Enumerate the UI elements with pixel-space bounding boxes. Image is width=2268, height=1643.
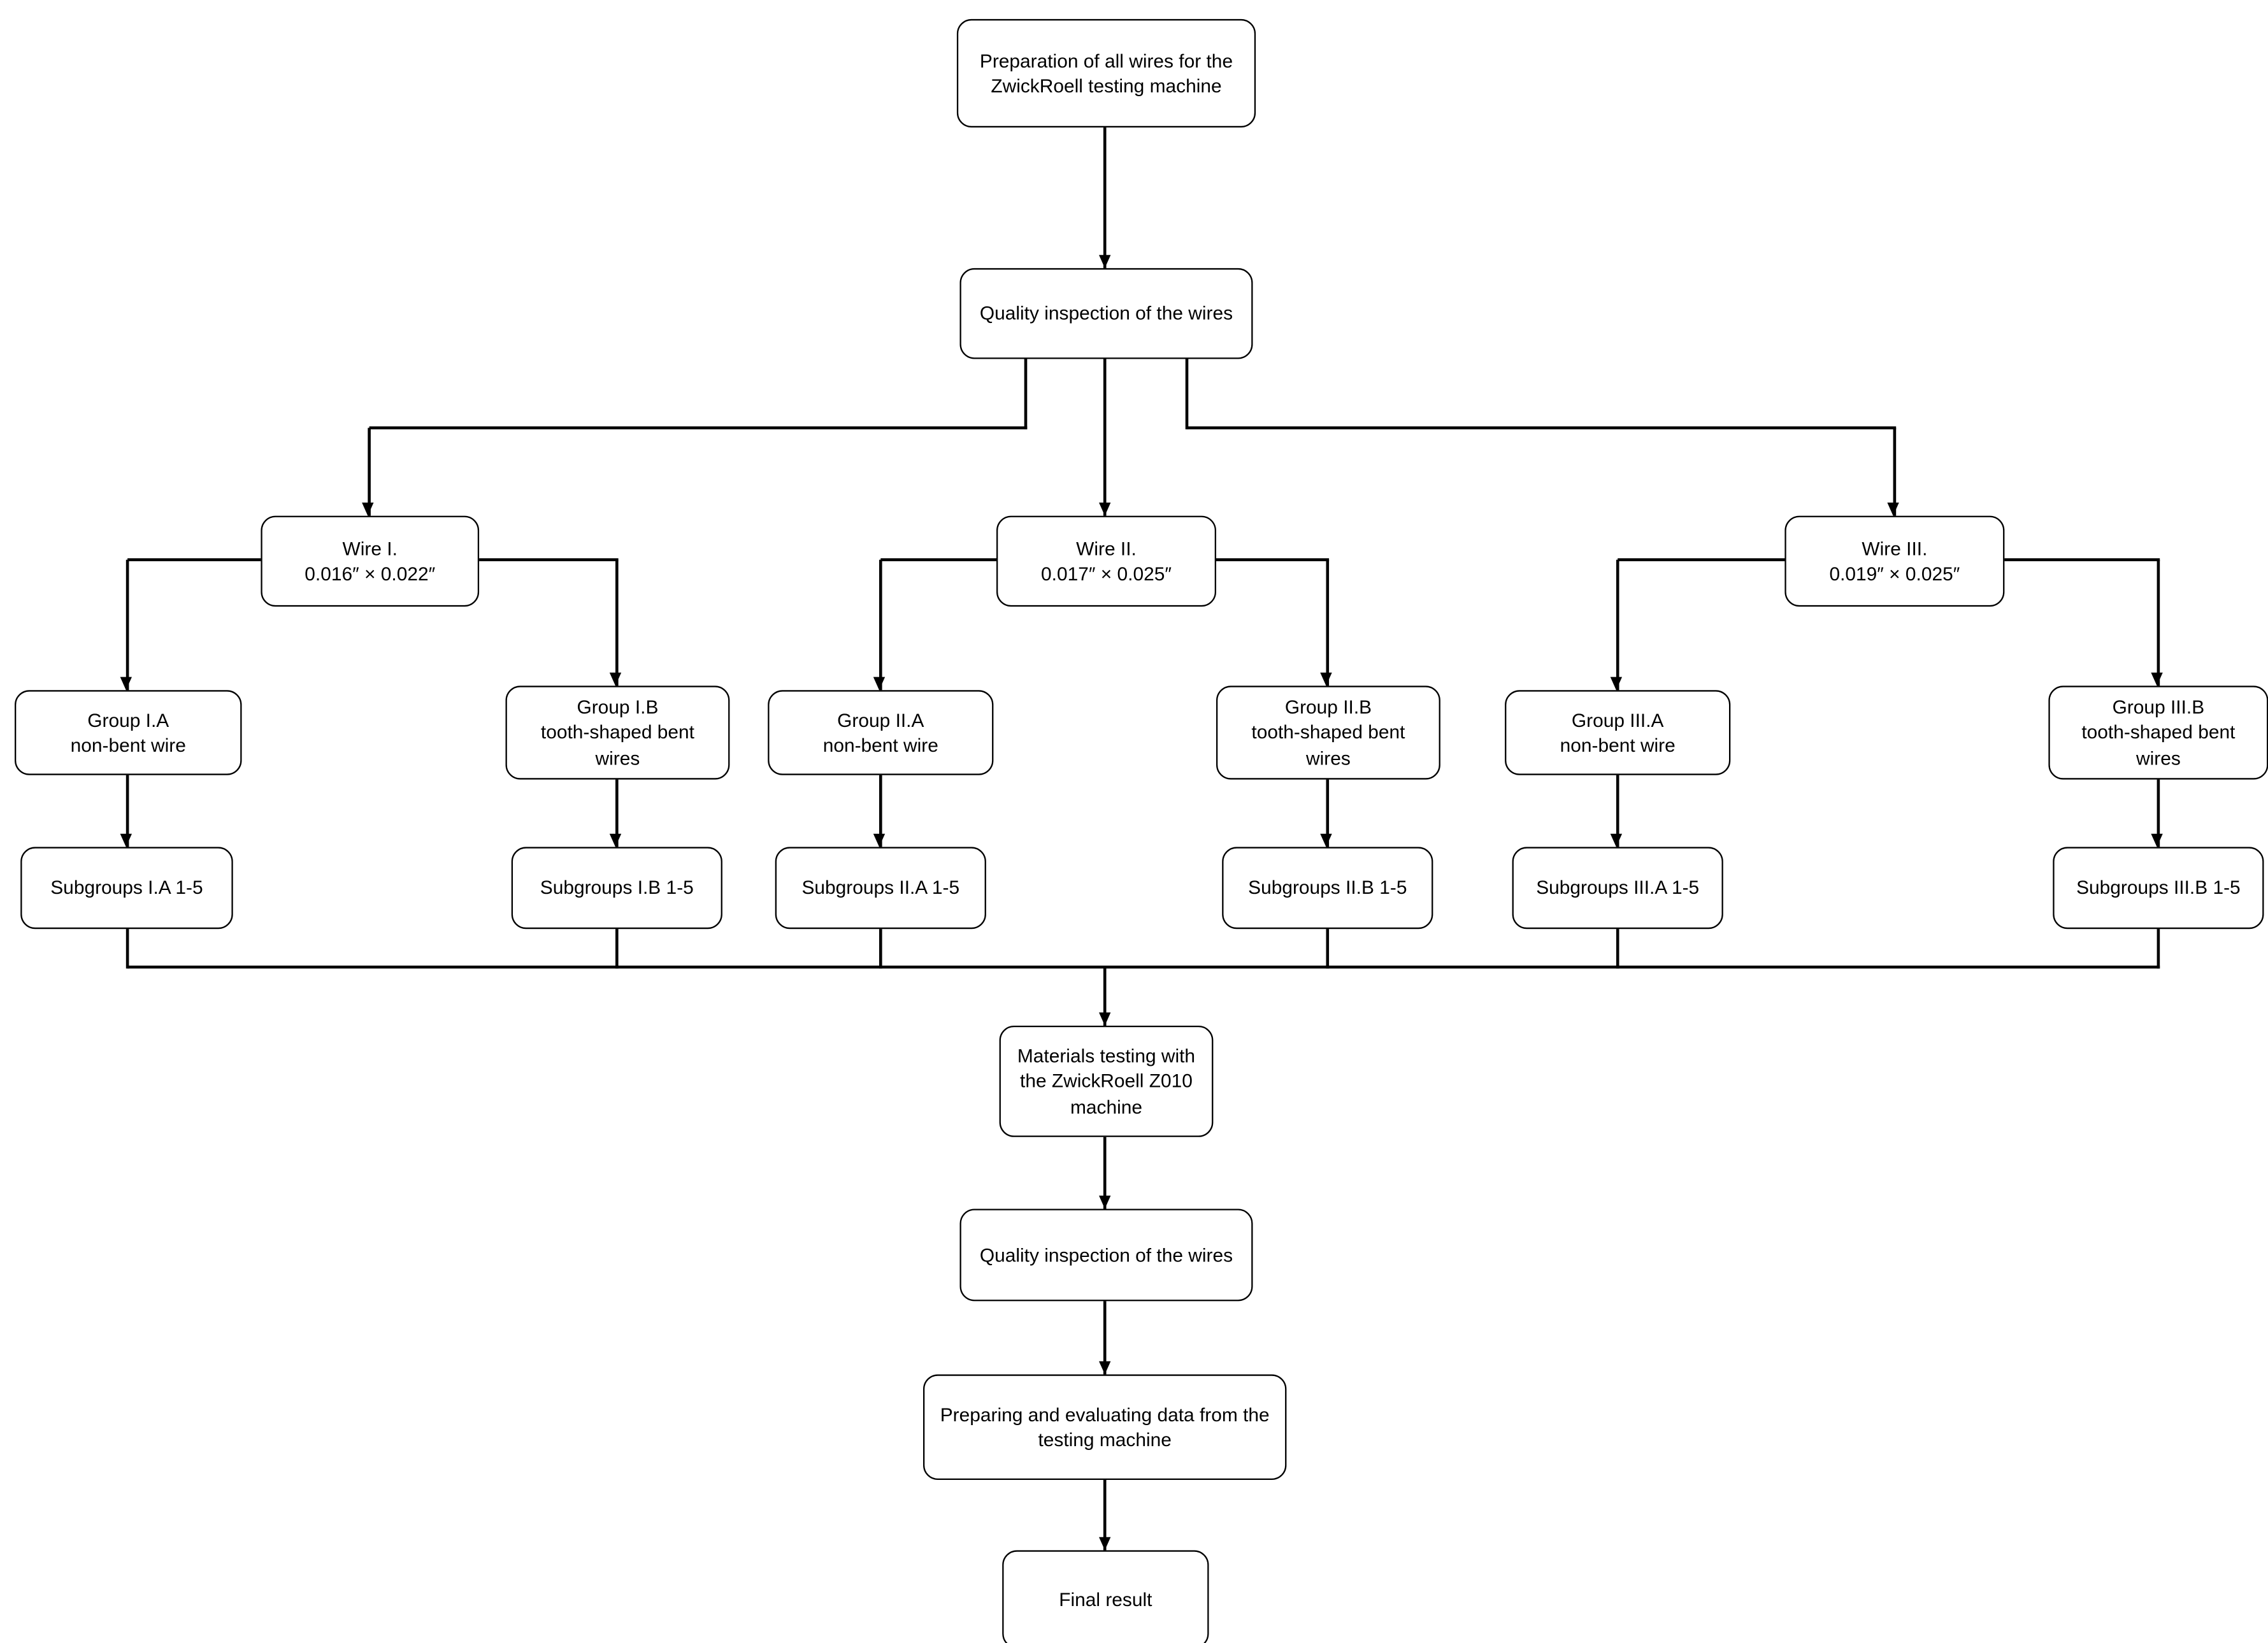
node-group-3b: Group III.B tooth-shaped bent wires — [2048, 685, 2268, 780]
connector-line — [879, 559, 882, 691]
arrowhead-icon — [362, 502, 374, 516]
connector-line — [615, 559, 619, 686]
node-group-1a: Group I.A non-bent wire — [15, 690, 242, 775]
arrowhead-icon — [120, 833, 133, 847]
connector-line — [1326, 929, 1329, 969]
connector-line — [1616, 775, 1619, 847]
node-group-2b: Group II.B tooth-shaped bent wires — [1216, 685, 1440, 780]
connector-line — [1103, 359, 1106, 516]
node-subgroups-1b: Subgroups I.B 1-5 — [511, 847, 722, 929]
connector-line — [1103, 967, 1106, 1026]
node-wire-3: Wire III. 0.019″ × 0.025″ — [1784, 515, 2005, 607]
connector-line — [615, 779, 619, 847]
connector-line — [2157, 929, 2160, 969]
connector-line — [126, 559, 129, 691]
connector-line — [126, 775, 129, 847]
connector-line — [1103, 1301, 1106, 1375]
arrowhead-icon — [1099, 1012, 1111, 1026]
connector-line — [127, 558, 261, 561]
connector-line — [1103, 1137, 1106, 1209]
arrowhead-icon — [1099, 255, 1111, 268]
connector-line — [1187, 426, 1897, 429]
connector-line — [615, 929, 619, 969]
connector-line — [2157, 559, 2160, 686]
connector-line — [126, 929, 129, 969]
arrowhead-icon — [1887, 502, 1900, 516]
connector-line — [880, 558, 998, 561]
connector-line — [1618, 558, 1786, 561]
arrowhead-icon — [2151, 833, 2164, 847]
connector-line — [1616, 559, 1619, 691]
connector-line — [2157, 779, 2160, 847]
connector-line — [1326, 779, 1329, 847]
arrowhead-icon — [1611, 833, 1623, 847]
connector-line — [1103, 127, 1106, 268]
arrowhead-icon — [873, 677, 886, 691]
arrowhead-icon — [1611, 677, 1623, 691]
connector-line — [368, 427, 371, 516]
node-group-1b: Group I.B tooth-shaped bent wires — [505, 685, 730, 780]
connector-line — [479, 558, 619, 561]
node-group-2a: Group II.A non-bent wire — [768, 690, 994, 775]
node-wire-2: Wire II. 0.017″ × 0.025″ — [996, 515, 1216, 607]
node-wire-1: Wire I. 0.016″ × 0.022″ — [261, 515, 480, 607]
arrowhead-icon — [120, 677, 133, 691]
node-preparation: Preparation of all wires for the ZwickRo… — [956, 18, 1256, 128]
connector-line — [1326, 559, 1329, 686]
node-quality-inspection-2: Quality inspection of the wires — [959, 1209, 1253, 1302]
node-group-3a: Group III.A non-bent wire — [1505, 690, 1731, 775]
arrowhead-icon — [1320, 833, 1333, 847]
arrowhead-icon — [1099, 1361, 1111, 1375]
node-materials-testing: Materials testing with the ZwickRoell Z0… — [999, 1026, 1214, 1137]
connector-line — [1186, 359, 1188, 429]
arrowhead-icon — [610, 833, 622, 847]
connector-line — [879, 929, 882, 969]
arrowhead-icon — [1320, 672, 1333, 686]
connector-line — [1616, 929, 1619, 969]
node-subgroups-2b: Subgroups II.B 1-5 — [1222, 847, 1433, 929]
connector-line — [1216, 558, 1330, 561]
connector-line — [2004, 558, 2160, 561]
arrowhead-icon — [1099, 1537, 1111, 1551]
connector-line — [369, 426, 1028, 429]
node-subgroups-2a: Subgroups II.A 1-5 — [775, 847, 986, 929]
arrowhead-icon — [610, 672, 622, 686]
connector-line — [879, 775, 882, 847]
connector-line — [1103, 1480, 1106, 1551]
node-subgroups-3a: Subgroups III.A 1-5 — [1512, 847, 1723, 929]
node-final-result: Final result — [1002, 1550, 1209, 1643]
arrowhead-icon — [1099, 502, 1111, 516]
arrowhead-icon — [2151, 672, 2164, 686]
node-subgroups-3b: Subgroups III.B 1-5 — [2053, 847, 2264, 929]
connector-line — [1893, 427, 1896, 516]
node-subgroups-1a: Subgroups I.A 1-5 — [20, 847, 233, 929]
node-preparing-evaluating: Preparing and evaluating data from the t… — [923, 1374, 1287, 1480]
node-quality-inspection-1: Quality inspection of the wires — [959, 268, 1253, 359]
arrowhead-icon — [1099, 1195, 1111, 1209]
connector-line — [127, 966, 2160, 968]
arrowhead-icon — [873, 833, 886, 847]
connector-line — [1024, 359, 1027, 429]
